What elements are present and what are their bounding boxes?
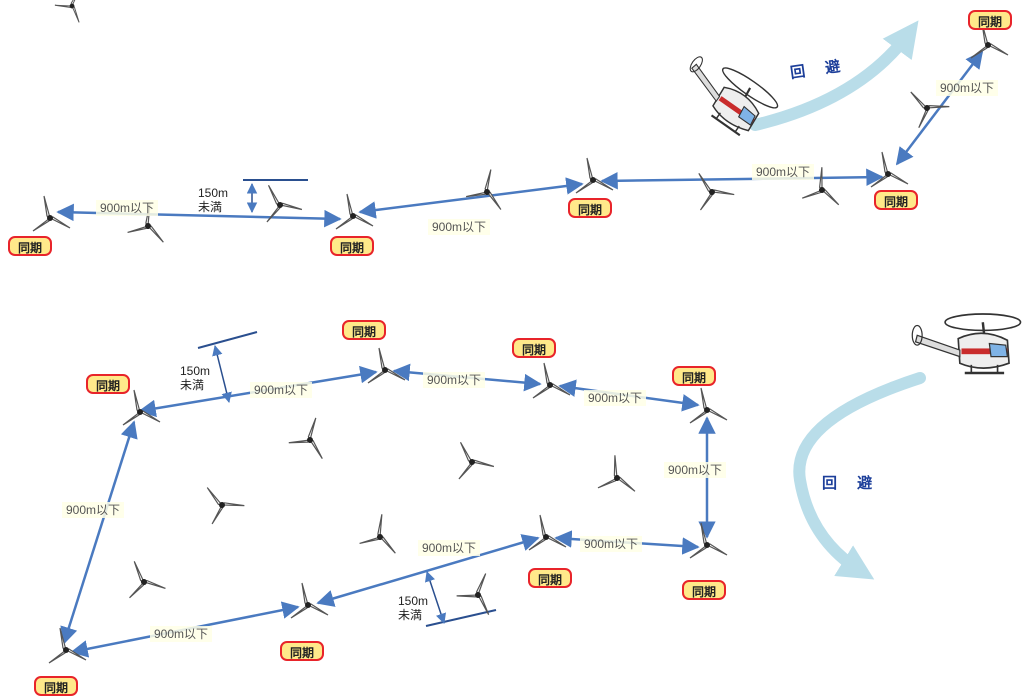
wind-turbine-icon	[532, 362, 571, 399]
clearance-bar	[197, 331, 258, 349]
wind-turbine-icon	[465, 164, 516, 213]
sync-label: 同期	[528, 568, 573, 588]
helicopter-icon	[672, 45, 783, 145]
distance-label: 900m以下	[150, 626, 213, 642]
wind-turbine-icon	[32, 195, 71, 232]
sync-label: 同期	[968, 10, 1013, 30]
sync-label: 同期	[330, 236, 375, 256]
distance-label: 900m以下	[423, 372, 486, 388]
sync-label: 同期	[512, 338, 557, 358]
link-line	[358, 177, 584, 219]
sync-label: 同期	[568, 198, 613, 218]
distance-label: 900m以下	[250, 382, 313, 398]
sync-label: 同期	[280, 641, 325, 661]
distance-label: 900m以下	[752, 164, 815, 180]
link-line	[895, 50, 984, 166]
distance-label: 900m以下	[96, 200, 159, 216]
clearance-bar	[425, 609, 497, 627]
avoid-label: 回 避	[822, 475, 881, 492]
distance-label: 900m以下	[664, 462, 727, 478]
sync-label: 同期	[682, 580, 727, 600]
clearance-arrow	[425, 571, 446, 624]
sync-label: 同期	[8, 236, 53, 256]
link-line	[316, 534, 540, 607]
wind-turbine-icon	[597, 452, 642, 495]
clearance-arrow	[212, 344, 232, 404]
sync-label: 同期	[86, 374, 131, 394]
sync-label: 同期	[34, 676, 79, 696]
wind-turbine-icon	[257, 177, 304, 223]
distance-label: 900m以下	[936, 80, 999, 96]
distance-label: 900m以下	[584, 390, 647, 406]
link-line	[60, 420, 138, 645]
wind-turbine-icon	[288, 411, 339, 462]
link-line	[600, 168, 884, 190]
sync-label: 同期	[342, 320, 387, 340]
clearance-note: 150m 未満	[180, 364, 211, 392]
wind-turbine-icon	[689, 522, 728, 559]
distance-label: 900m以下	[428, 219, 491, 235]
clearance-note: 150m 未満	[198, 186, 229, 214]
wind-turbine-icon	[575, 157, 614, 194]
distance-label: 900m以下	[418, 540, 481, 556]
wind-turbine-icon	[54, 0, 97, 25]
wind-turbine-icon	[528, 514, 567, 551]
top-section	[32, 0, 1009, 246]
wind-turbine-icon	[122, 556, 167, 599]
wind-turbine-icon	[449, 434, 496, 480]
wind-turbine-icon	[358, 509, 407, 557]
clearance-note: 150m 未満	[398, 594, 429, 622]
avoidance-arrow-icon	[793, 372, 926, 580]
wind-turbine-icon	[687, 163, 736, 211]
helicopter-icon	[911, 312, 1022, 375]
wind-turbine-icon	[367, 347, 406, 384]
distance-label: 900m以下	[580, 536, 643, 552]
wind-turbine-icon	[196, 476, 247, 525]
distance-label: 900m以下	[62, 502, 125, 518]
sync-label: 同期	[672, 366, 717, 386]
sync-label: 同期	[874, 190, 919, 210]
avoidance-arrow-icon	[749, 20, 919, 131]
wind-turbine-icon	[456, 566, 508, 618]
